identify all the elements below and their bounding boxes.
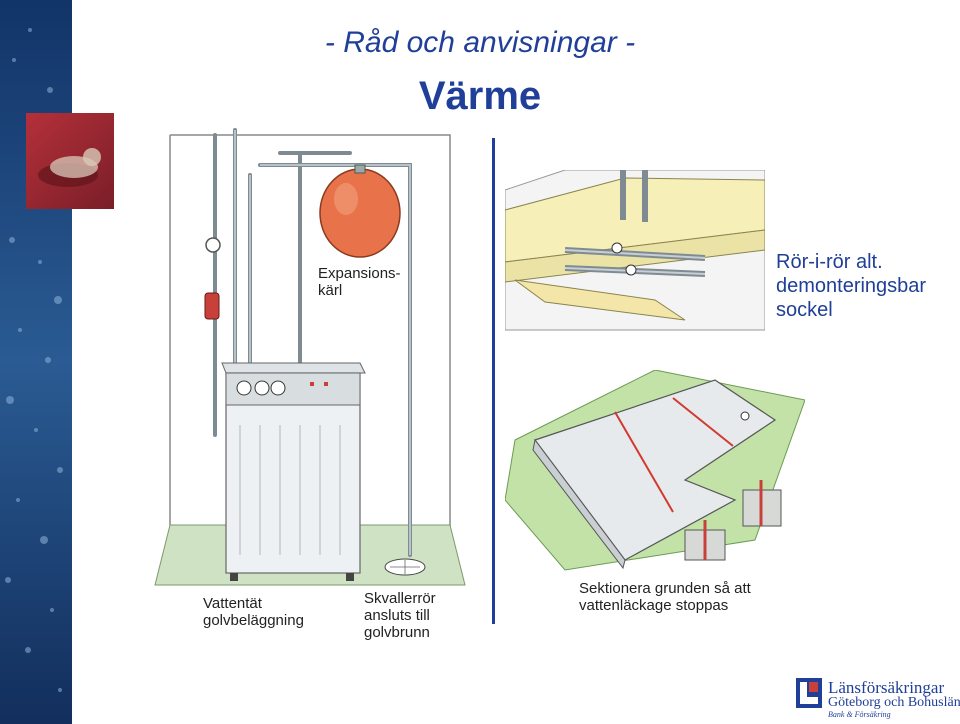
logo-region: Göteborg och Bohuslän — [828, 695, 960, 710]
baseboard-illustration — [505, 170, 765, 331]
divider — [492, 138, 495, 624]
pipe-in-pipe-label: Rör-i-rör alt. demonteringsbar sockel — [776, 251, 927, 321]
floor-covering-label: Vattentät golvbeläggning — [203, 595, 304, 629]
lansforsakringar-logo: Länsförsäkringar Göteborg och Bohuslän B… — [796, 676, 960, 720]
expansion-tank-label: Expansions- kärl — [318, 265, 401, 299]
seal-icon — [38, 148, 101, 187]
boiler-room-illustration — [154, 128, 466, 586]
seal-photo — [26, 113, 114, 209]
logo-tagline: Bank & Försäkring — [828, 710, 891, 719]
overflow-pipe-label: Skvallerrör ansluts till golvbrunn — [364, 590, 436, 641]
lansforsakringar-logo-icon — [796, 678, 822, 708]
slide-subtitle: - Råd och anvisningar - — [324, 26, 636, 59]
logo-name: Länsförsäkringar — [828, 678, 945, 697]
slide-title: Värme — [418, 74, 542, 118]
foundation-label: Sektionera grunden så att vattenläckage … — [579, 580, 751, 614]
foundation-illustration — [505, 370, 805, 571]
